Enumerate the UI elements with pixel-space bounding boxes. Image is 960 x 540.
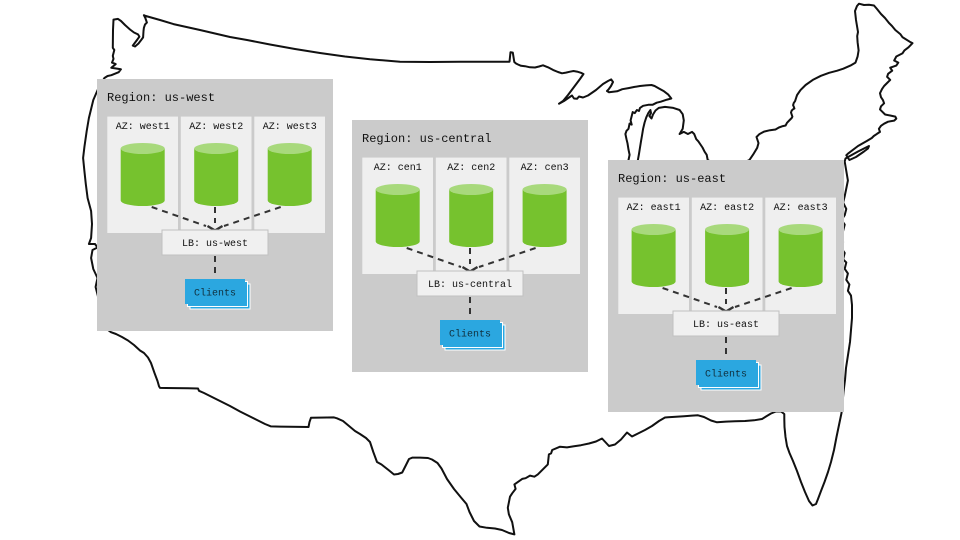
- svg-text:Region: us-east: Region: us-east: [618, 172, 726, 186]
- svg-text:AZ: east3: AZ: east3: [774, 203, 828, 214]
- svg-text:Clients: Clients: [705, 369, 747, 381]
- svg-text:LB: us-central: LB: us-central: [428, 279, 512, 291]
- svg-text:AZ: west1: AZ: west1: [116, 122, 170, 133]
- svg-text:AZ: west2: AZ: west2: [189, 122, 243, 133]
- svg-text:Clients: Clients: [194, 288, 236, 300]
- svg-text:AZ: cen3: AZ: cen3: [521, 163, 569, 174]
- svg-text:AZ: cen1: AZ: cen1: [374, 163, 422, 174]
- svg-text:AZ: cen2: AZ: cen2: [447, 163, 495, 174]
- svg-text:LB: us-east: LB: us-east: [693, 320, 759, 331]
- svg-text:AZ: east2: AZ: east2: [700, 203, 754, 214]
- svg-text:AZ: east1: AZ: east1: [627, 203, 681, 214]
- svg-text:Region: us-central: Region: us-central: [362, 132, 492, 146]
- svg-text:Clients: Clients: [449, 329, 491, 341]
- svg-text:LB: us-west: LB: us-west: [182, 239, 248, 250]
- svg-text:AZ: west3: AZ: west3: [263, 122, 317, 133]
- svg-text:Region: us-west: Region: us-west: [107, 91, 215, 105]
